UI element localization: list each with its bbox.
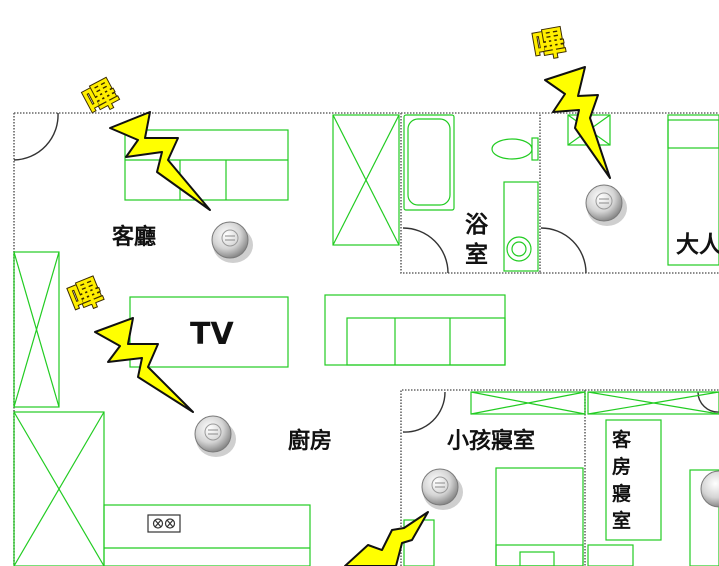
smoke-detector-icon [421,468,463,510]
smoke-detector-icon [700,470,719,508]
guest-room-label-1: 客 [612,428,632,451]
beep-text: 嗶 [530,23,568,66]
furniture [13,114,719,566]
smoke-detector-icon [194,415,236,457]
bathroom-label-line1: 浴 [465,212,489,238]
lightning-bolt-icon [94,317,194,413]
kids-room-label: 小孩寢室 [447,428,535,454]
lightning-bolt-icon [344,511,429,566]
tv-label: TV [190,317,234,352]
bathroom-label-line2: 室 [465,241,488,268]
beep-text: 嗶 [64,272,108,319]
kitchen-label: 廚房 [288,428,332,454]
guest-room-label-4: 室 [612,509,631,532]
beep-text: 嗶 [78,73,124,122]
master-bedroom-label: 大人 [676,232,719,258]
lightning-bolt-icon [544,66,611,179]
smoke-detector-icon [211,221,253,263]
living-room-label: 客廳 [112,224,156,250]
lightning-bolt-icon [109,111,211,211]
guest-room-label-2: 房 [612,455,631,478]
door-swings [13,112,719,433]
guest-room-label-3: 寢 [612,482,631,505]
smoke-detector-icon [585,184,627,226]
stove-icon [147,514,181,533]
